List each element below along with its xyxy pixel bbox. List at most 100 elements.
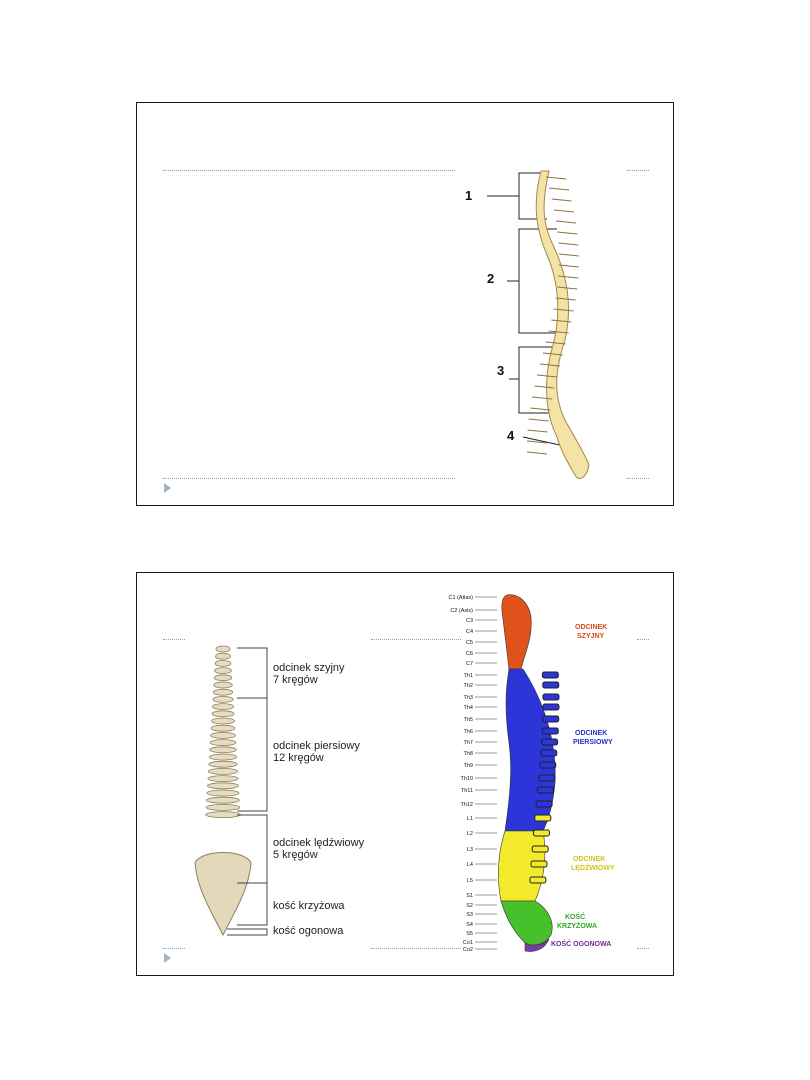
vertebra-line bbox=[553, 209, 575, 213]
vertebra-label: Th3 bbox=[464, 695, 473, 701]
spine-lateral-illustration bbox=[527, 170, 590, 480]
region-brackets bbox=[487, 172, 570, 448]
vertebra bbox=[211, 703, 235, 710]
marker-1: 1 bbox=[465, 188, 472, 203]
vertebra bbox=[208, 753, 238, 761]
vertebra-line bbox=[545, 341, 566, 345]
vertebra-line bbox=[542, 352, 563, 356]
spinous-process bbox=[539, 761, 557, 769]
spinous-process bbox=[529, 876, 547, 884]
dotted-divider-bottom bbox=[163, 478, 455, 479]
slide-arrow-icon[interactable] bbox=[164, 483, 171, 493]
vertebra bbox=[212, 696, 234, 703]
dotted-divider-top-mid bbox=[371, 639, 461, 640]
vertebra-label: Co2 bbox=[463, 947, 473, 953]
vertebra-label: Th5 bbox=[464, 717, 473, 723]
vertebra bbox=[212, 688, 234, 696]
label-cervical-2: SZYJNY bbox=[577, 633, 605, 640]
spinous-process bbox=[540, 749, 558, 757]
label-coccyx: kość ogonowa bbox=[273, 925, 344, 937]
vertebra-label: S4 bbox=[466, 922, 473, 928]
label-lumbar-2: LĘDŹWIOWY bbox=[571, 863, 615, 872]
vertebra-line bbox=[527, 440, 548, 444]
vertebra-label: Th8 bbox=[464, 751, 473, 757]
spinous-process bbox=[542, 693, 560, 701]
vertebra bbox=[206, 789, 240, 797]
label-cervical-1: ODCINEK bbox=[575, 624, 607, 631]
label-sacrum: kość krzyżowa bbox=[273, 900, 345, 912]
vertebra-label: C1 (Atlas) bbox=[449, 595, 474, 601]
region-sacrum bbox=[500, 900, 553, 946]
vertebra bbox=[205, 803, 241, 811]
vertebra-label: Th1 bbox=[464, 673, 473, 679]
marker-4: 4 bbox=[507, 428, 515, 443]
marker-3: 3 bbox=[497, 363, 504, 378]
region-coccyx bbox=[524, 938, 550, 952]
spinous-process bbox=[538, 774, 556, 782]
vertebra bbox=[210, 724, 236, 732]
vertebra bbox=[215, 645, 231, 653]
vertebra bbox=[209, 739, 237, 746]
vertebra-line bbox=[528, 418, 549, 422]
vertebra bbox=[206, 796, 240, 804]
dotted-divider-bottom-right bbox=[637, 948, 649, 949]
vertebra-line bbox=[555, 220, 576, 224]
vertebra-line bbox=[558, 264, 579, 268]
vertebra-label: L4 bbox=[467, 862, 473, 868]
vertebra-label: Th11 bbox=[461, 788, 473, 794]
slide-2: odcinek szyjny 7 kręgów odcinek piersiow… bbox=[136, 572, 674, 976]
region-brackets bbox=[227, 647, 268, 936]
vertebra-line bbox=[532, 396, 553, 400]
vertebra bbox=[207, 767, 239, 775]
label-sacrum-1: KOŚĆ bbox=[565, 912, 585, 921]
spinous-process bbox=[541, 727, 559, 735]
vertebra-label: Th12 bbox=[460, 802, 473, 808]
vertebra-line bbox=[558, 242, 579, 246]
vertebra-label: C7 bbox=[466, 661, 473, 667]
vertebra-line bbox=[558, 253, 579, 257]
sacrum-shape bbox=[194, 852, 252, 937]
vertebra-line bbox=[553, 308, 574, 312]
label-sacrum-2: KRZYŻOWA bbox=[557, 922, 597, 930]
spine-colored-figure: C1 (Atlas)C2 (Axis)C3C4C5C6C7Th1Th2Th3Th… bbox=[449, 594, 615, 953]
vertebra-line bbox=[527, 451, 548, 455]
vertebra bbox=[208, 760, 238, 768]
vertebra-labels: C1 (Atlas)C2 (Axis)C3C4C5C6C7Th1Th2Th3Th… bbox=[449, 595, 497, 953]
dotted-divider-top-left bbox=[163, 639, 185, 640]
spine-anterior-figure: odcinek szyjny 7 kręgów odcinek piersiow… bbox=[194, 645, 365, 937]
dotted-divider-top bbox=[163, 170, 455, 171]
slide-arrow-icon[interactable] bbox=[164, 953, 171, 963]
vertebra-line bbox=[546, 176, 567, 180]
vertebra-label: L3 bbox=[467, 847, 473, 853]
spinous-process bbox=[541, 738, 559, 746]
dotted-divider-bottom-right bbox=[627, 478, 649, 479]
vertebra bbox=[213, 674, 233, 682]
spinous-process bbox=[542, 715, 560, 723]
vertebra-line bbox=[527, 429, 548, 433]
vertebra-label: S5 bbox=[466, 931, 473, 937]
vertebra bbox=[210, 732, 236, 739]
vertebra-label: Th9 bbox=[464, 763, 473, 769]
region-cervical bbox=[501, 594, 532, 670]
vertebra-label: Th7 bbox=[464, 740, 473, 746]
label-thoracic-2: PIERSIOWY bbox=[573, 739, 613, 746]
vertebra-label: L5 bbox=[467, 878, 473, 884]
vertebra-line bbox=[558, 275, 579, 279]
vertebra-line bbox=[534, 385, 555, 389]
vertebra bbox=[205, 811, 241, 819]
vertebra-line bbox=[557, 286, 578, 290]
vertebra-label: S3 bbox=[466, 912, 473, 918]
vertebra-line bbox=[548, 187, 570, 191]
spinous-process bbox=[536, 786, 554, 794]
vertebra-label: S2 bbox=[466, 903, 473, 909]
label-lumbar: odcinek lędźwiowy bbox=[273, 837, 365, 849]
vertebra-label: Th6 bbox=[464, 729, 473, 735]
spinous-process bbox=[532, 829, 550, 837]
label-lumbar-1: ODCINEK bbox=[573, 856, 605, 863]
vertebra-line bbox=[557, 231, 578, 235]
spinous-process bbox=[535, 800, 553, 808]
label-coccyx-r: KOŚĆ OGONOWA bbox=[551, 939, 611, 948]
vertebra-label: C6 bbox=[466, 651, 473, 657]
vertebra-label: C4 bbox=[466, 629, 473, 635]
vertebra-label: C2 (Axis) bbox=[450, 608, 473, 614]
